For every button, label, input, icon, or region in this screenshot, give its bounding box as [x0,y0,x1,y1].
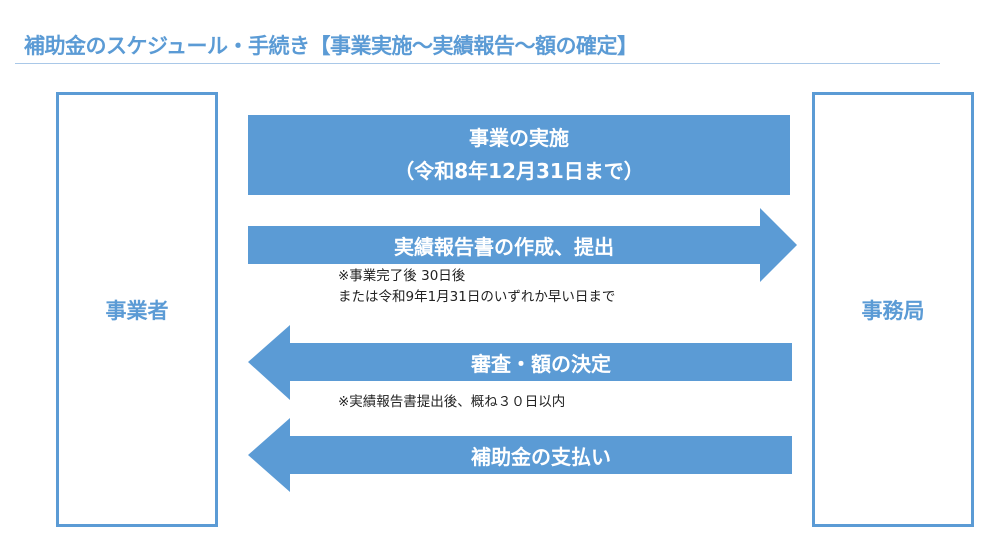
step-report-note: ※事業完了後 30日後 または令和9年1月31日のいずれか早い日まで [338,266,615,308]
step-review-label: 審査・額の決定 [471,352,611,376]
page-title: 補助金のスケジュール・手続き【事業実施～実績報告～額の確定】 [24,34,638,58]
step-report-label: 実績報告書の作成、提出 [394,235,614,259]
party-label: 事務局 [861,298,925,323]
party-business-operator: 事業者 [56,92,218,527]
note-line: または令和9年1月31日のいずれか早い日まで [338,289,616,305]
party-secretariat: 事務局 [812,92,974,527]
step-review-note: ※実績報告書提出後、概ね３０日以内 [338,394,566,410]
step-title: 事業の実施 [469,126,569,150]
step-implementation-label: 事業の実施 （令和8年12月31日まで） [248,122,790,188]
party-label: 事業者 [105,298,169,323]
step-implementation-box [248,115,790,195]
arrow-left-payment [248,418,792,492]
title-divider [15,63,940,64]
arrow-left-review [248,325,792,400]
note-line: ※事業完了後 30日後 [338,268,466,284]
step-deadline: （令和8年12月31日まで） [394,159,644,183]
arrow-right-report [248,208,797,282]
step-payment-label: 補助金の支払い [471,445,611,469]
